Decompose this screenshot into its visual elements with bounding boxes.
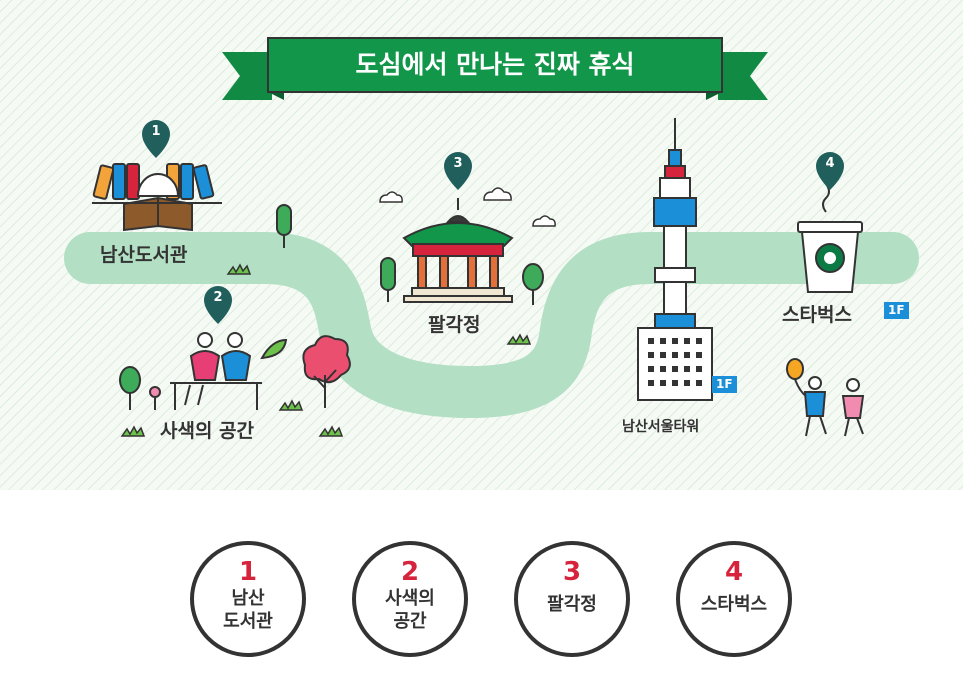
tower-floor-badge: 1F [712, 376, 737, 393]
library-illustration [92, 163, 222, 232]
step-4-label: 스타벅스 [700, 594, 768, 615]
location-pins [142, 120, 844, 324]
starbucks-floor-badge: 1F [884, 302, 909, 319]
grass-tufts [120, 263, 532, 437]
step-1: 1 남산 도서관 [190, 541, 306, 657]
tree-icons [119, 204, 544, 410]
bench-couple-illustration [149, 332, 288, 410]
step-3: 3 팔각정 [514, 541, 630, 657]
palgakjeong-pavilion-illustration [402, 198, 514, 303]
place-label-pavilion: 팔각정 [428, 314, 481, 336]
place-label-reflection-space: 사색의 공간 [160, 420, 255, 442]
step-1-number: 1 [238, 557, 258, 587]
map-illustration [0, 0, 963, 490]
arrow-right-icon: → [323, 590, 343, 615]
namsan-tower-illustration [637, 118, 713, 401]
step-4-number: 4 [724, 557, 744, 587]
pin-3-number: 3 [453, 156, 463, 171]
step-3-label: 팔각정 [547, 594, 597, 615]
tower-label: 남산서울타워 [622, 419, 700, 435]
pin-3-icon [444, 152, 472, 190]
arrow-right-icon: → [485, 590, 505, 615]
blossom-tree-icon [302, 335, 351, 408]
pin-2-number: 2 [213, 290, 223, 305]
step-2-label: 사색의 공간 [385, 588, 435, 632]
pin-2-icon [204, 286, 232, 324]
arrow-right-icon: → [647, 590, 667, 615]
step-2-number: 2 [400, 557, 420, 587]
cloud-icons [379, 187, 556, 227]
pin-4-icon [816, 152, 844, 190]
children-balloon-illustration [786, 358, 865, 437]
pin-4-number: 4 [825, 156, 835, 171]
banner-title: 도심에서 만나는 진짜 휴식 [355, 50, 635, 79]
step-1-label: 남산 도서관 [223, 588, 273, 632]
place-label-starbucks: 스타벅스 [782, 304, 852, 326]
place-label-library: 남산도서관 [100, 244, 188, 266]
step-3-number: 3 [562, 557, 582, 587]
banner-ribbon [222, 37, 768, 100]
pin-1-number: 1 [151, 124, 161, 139]
pin-1-icon [142, 120, 170, 158]
walking-path [64, 232, 919, 418]
step-2: 2 사색의 공간 [352, 541, 468, 657]
step-4: 4 스타벅스 [676, 541, 792, 657]
coffee-cup-illustration [797, 183, 863, 293]
